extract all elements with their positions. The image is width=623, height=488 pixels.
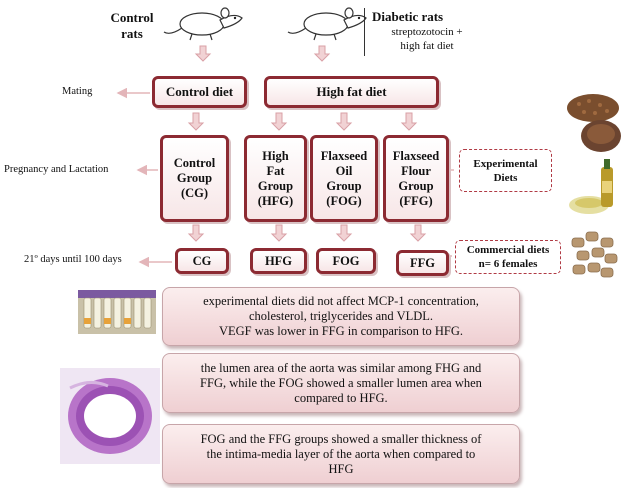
code-box-ffg: FFG (396, 250, 449, 276)
down-arrow (270, 224, 288, 242)
group-box-ffg: Flaxseed Flour Group (FFG) (383, 135, 449, 222)
down-arrow (335, 112, 353, 131)
down-arrow (187, 112, 205, 131)
finding-box-2: the lumen area of the aorta was similar … (162, 353, 520, 413)
commercial-diets-box: Commercial diets n= 6 females (455, 240, 561, 274)
down-arrow (194, 45, 212, 62)
finding-box-3: FOG and the FFG groups showed a smaller … (162, 424, 520, 484)
stage-mating-label: Mating (62, 86, 93, 97)
diabetic-induction-label: streptozotocin + high fat diet (391, 26, 463, 52)
control-diet-box: Control diet (152, 76, 247, 108)
vials-icon (78, 290, 156, 334)
down-arrow (400, 112, 418, 131)
pellet-icon (571, 231, 618, 278)
stage-pregnancy-label: Pregnancy and Lactation (4, 164, 109, 175)
diabetic-bracket (364, 8, 465, 56)
experimental-diets-box: Experimental Diets (459, 149, 552, 192)
aorta-histology-icon (60, 368, 160, 464)
rat-icon (287, 7, 367, 41)
down-arrow (187, 224, 205, 242)
flaxseed-icon (567, 94, 621, 152)
finding-box-1: experimental diets did not affect MCP-1 … (162, 287, 520, 346)
down-arrow (409, 224, 427, 242)
down-arrow (270, 112, 288, 131)
code-box-hfg: HFG (250, 248, 307, 274)
stage-period-label: 21º days until 100 days (24, 254, 122, 265)
oil-bottle-icon (569, 159, 613, 214)
down-arrow (335, 224, 353, 242)
down-arrow (313, 45, 331, 62)
control-rats-label: Control rats (110, 10, 154, 41)
group-box-hfg: High Fat Group (HFG) (244, 135, 307, 222)
diabetic-rats-label: Diabetic rats (372, 9, 444, 24)
group-box-fog: Flaxseed Oil Group (FOG) (310, 135, 378, 222)
rat-icon (163, 7, 243, 41)
group-box-cg: Control Group (CG) (160, 135, 229, 222)
high-fat-diet-box: High fat diet (264, 76, 439, 108)
code-box-cg: CG (175, 248, 229, 274)
code-box-fog: FOG (316, 248, 376, 274)
